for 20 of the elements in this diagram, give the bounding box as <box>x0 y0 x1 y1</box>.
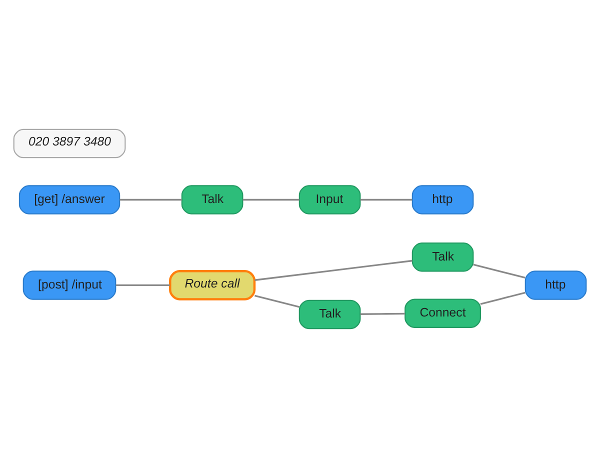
connector <box>480 291 526 304</box>
node-box: Connect <box>404 298 482 328</box>
connector <box>120 198 182 200</box>
node-box: http <box>412 184 474 214</box>
connector <box>254 259 412 280</box>
node-box: 020 3897 3480 <box>13 128 126 158</box>
connector <box>116 284 170 286</box>
node-box: Talk <box>298 299 361 329</box>
connector <box>473 263 526 278</box>
node-box: [post] /input <box>22 270 116 300</box>
node-box: [get] /answer <box>18 184 120 214</box>
connector <box>242 198 300 200</box>
node-box: Input <box>298 184 361 214</box>
connector <box>360 312 405 314</box>
connector <box>360 198 412 200</box>
node-box: http <box>524 270 587 300</box>
node-box: Route call <box>169 270 256 300</box>
node-box: Talk <box>412 242 474 272</box>
connector <box>254 294 300 308</box>
node-box: Talk <box>181 184 244 214</box>
